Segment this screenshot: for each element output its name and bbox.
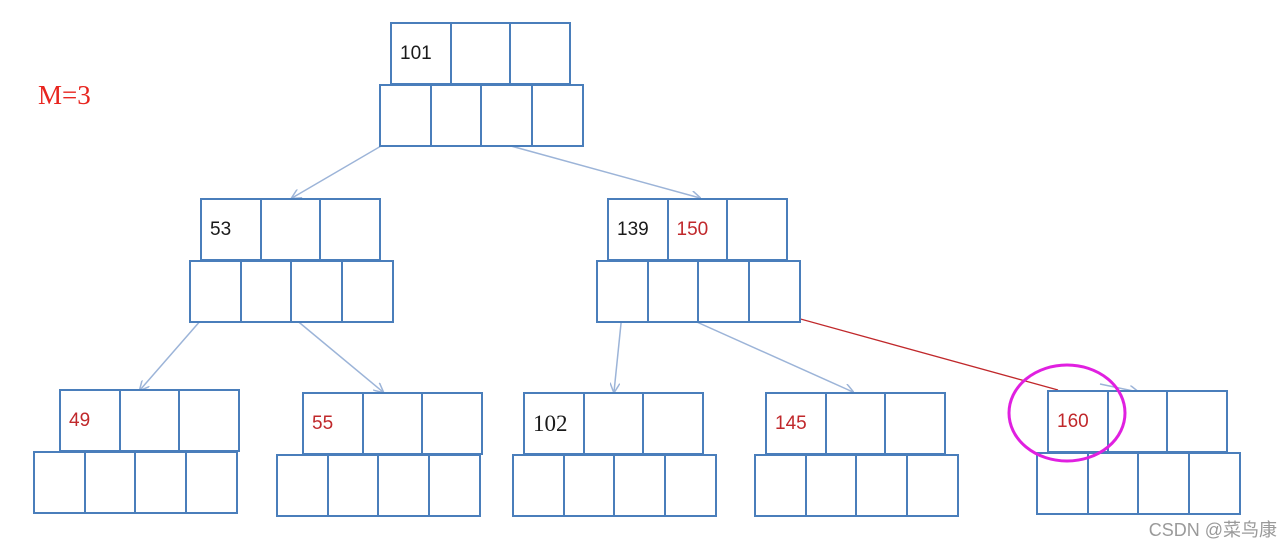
leaf1-key-1: 49 <box>59 389 121 452</box>
leaf3-key-1: 102 <box>523 392 585 455</box>
left-key-3 <box>319 198 381 261</box>
leaf4-ptr-2 <box>804 454 858 517</box>
left-ptr-4 <box>340 260 394 323</box>
leaf2-ptr-4 <box>427 454 481 517</box>
leaf5-ptr-1 <box>1036 452 1089 515</box>
right-key-3 <box>726 198 788 261</box>
right-ptr-1 <box>596 260 649 323</box>
root-key-3 <box>509 22 571 85</box>
right-key-1: 139 <box>607 198 669 261</box>
root-key-1: 101 <box>390 22 452 85</box>
leaf2-key-1: 55 <box>302 392 364 455</box>
leaf1-ptr-3 <box>134 451 187 514</box>
leaf2-key-3 <box>421 392 483 455</box>
leaf4-key-3 <box>884 392 946 455</box>
leaf4-key-1: 145 <box>765 392 827 455</box>
left-ptr-2 <box>239 260 293 323</box>
leaf3-ptr-2 <box>562 454 616 517</box>
leaf1-key-2 <box>118 389 181 452</box>
leaf1-ptr-1 <box>33 451 86 514</box>
root-ptr-4 <box>530 84 584 147</box>
leaf5-key-1: 160 <box>1047 390 1109 453</box>
leaf5-ptr-4 <box>1187 452 1241 515</box>
leaf4-ptr-4 <box>905 454 959 517</box>
leaf3-ptr-4 <box>663 454 717 517</box>
root-ptr-3 <box>480 84 533 147</box>
edge-right-leaf4 <box>669 309 853 392</box>
leaf1-ptr-4 <box>184 451 238 514</box>
root-ptr-2 <box>429 84 483 147</box>
leaf5-ptr-2 <box>1086 452 1140 515</box>
leaf3-ptr-3 <box>613 454 666 517</box>
left-key-1: 53 <box>200 198 262 261</box>
leaf4-ptr-1 <box>754 454 807 517</box>
right-ptr-2 <box>646 260 700 323</box>
leaf5-ptr-3 <box>1137 452 1190 515</box>
leaf2-ptr-1 <box>276 454 329 517</box>
right-ptr-4 <box>747 260 801 323</box>
leaf2-ptr-2 <box>326 454 380 517</box>
leaf4-ptr-3 <box>855 454 908 517</box>
order-label: M=3 <box>38 80 91 110</box>
left-ptr-3 <box>290 260 343 323</box>
left-key-2 <box>259 198 322 261</box>
leaf1-ptr-2 <box>83 451 137 514</box>
leaf3-key-2 <box>582 392 645 455</box>
leaf5-key-3 <box>1166 390 1228 453</box>
leaf2-key-2 <box>361 392 424 455</box>
right-ptr-3 <box>697 260 750 323</box>
right-key-2: 150 <box>666 198 729 261</box>
left-ptr-1 <box>189 260 242 323</box>
leaf2-ptr-3 <box>377 454 430 517</box>
watermark: CSDN @菜鸟康 <box>1148 520 1277 540</box>
leaf3-key-3 <box>642 392 704 455</box>
root-key-2 <box>449 22 512 85</box>
leaf1-key-3 <box>178 389 240 452</box>
root-ptr-1 <box>379 84 432 147</box>
leaf3-ptr-1 <box>512 454 565 517</box>
leaf5-key-2 <box>1106 390 1169 453</box>
leaf4-key-2 <box>824 392 887 455</box>
